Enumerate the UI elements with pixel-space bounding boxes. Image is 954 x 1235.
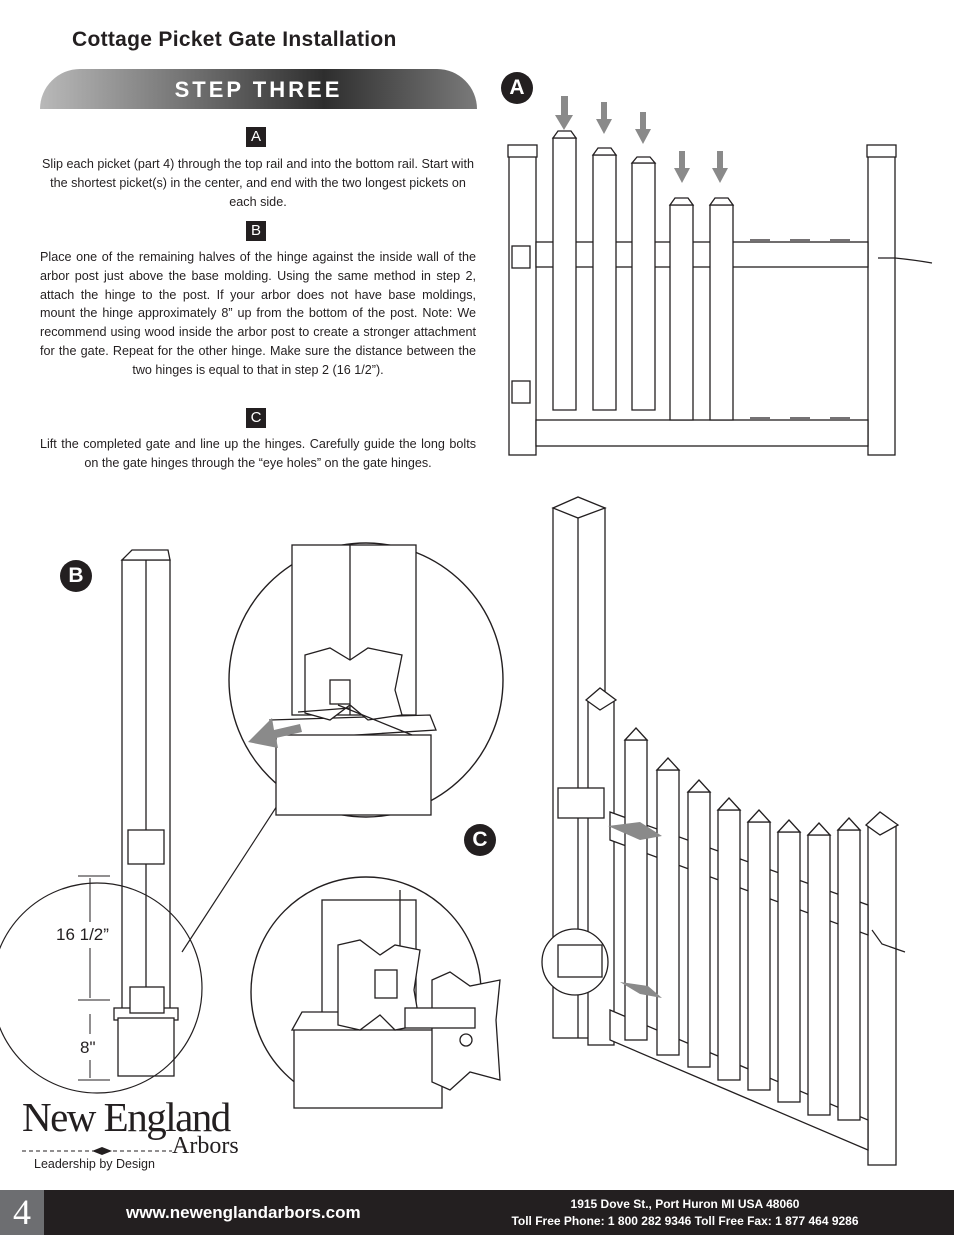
figure-a-label: A — [501, 72, 533, 104]
logo-swash-icon — [22, 1147, 172, 1155]
step-title: STEP THREE — [174, 77, 343, 102]
step-c-marker: C — [246, 408, 266, 428]
step-b-text: Place one of the remaining halves of the… — [40, 250, 476, 377]
step-c-text: Lift the completed gate and line up the … — [40, 437, 476, 470]
footer-bar — [0, 1190, 954, 1235]
step-a-marker: A — [246, 127, 266, 147]
brand-logo-sub: Arbors — [172, 1133, 239, 1159]
page-title: Cottage Picket Gate Installation — [72, 28, 397, 51]
address: 1915 Dove St., Port Huron MI USA 48060 — [570, 1197, 800, 1211]
step-a-text: Slip each picket (part 4) through the to… — [42, 157, 474, 209]
website-link[interactable]: www.newenglandarbors.com — [126, 1203, 361, 1222]
figure-c-label: C — [464, 824, 496, 856]
brand-logo-name: New England — [22, 1094, 231, 1140]
figure-b-label: B — [60, 560, 92, 592]
page-number: 4 — [0, 1190, 44, 1235]
step-banner: STEP THREE — [40, 69, 477, 109]
hinge-height-dimension: 8" — [80, 1038, 96, 1057]
phone-fax: Toll Free Phone: 1 800 282 9346 Toll Fre… — [511, 1214, 859, 1228]
contact-info: 1915 Dove St., Port Huron MI USA 48060 T… — [480, 1196, 890, 1230]
brand-tagline: Leadership by Design — [34, 1157, 155, 1171]
step-b-marker: B — [246, 221, 266, 241]
hinge-spacing-dimension: 16 1/2” — [56, 925, 109, 944]
